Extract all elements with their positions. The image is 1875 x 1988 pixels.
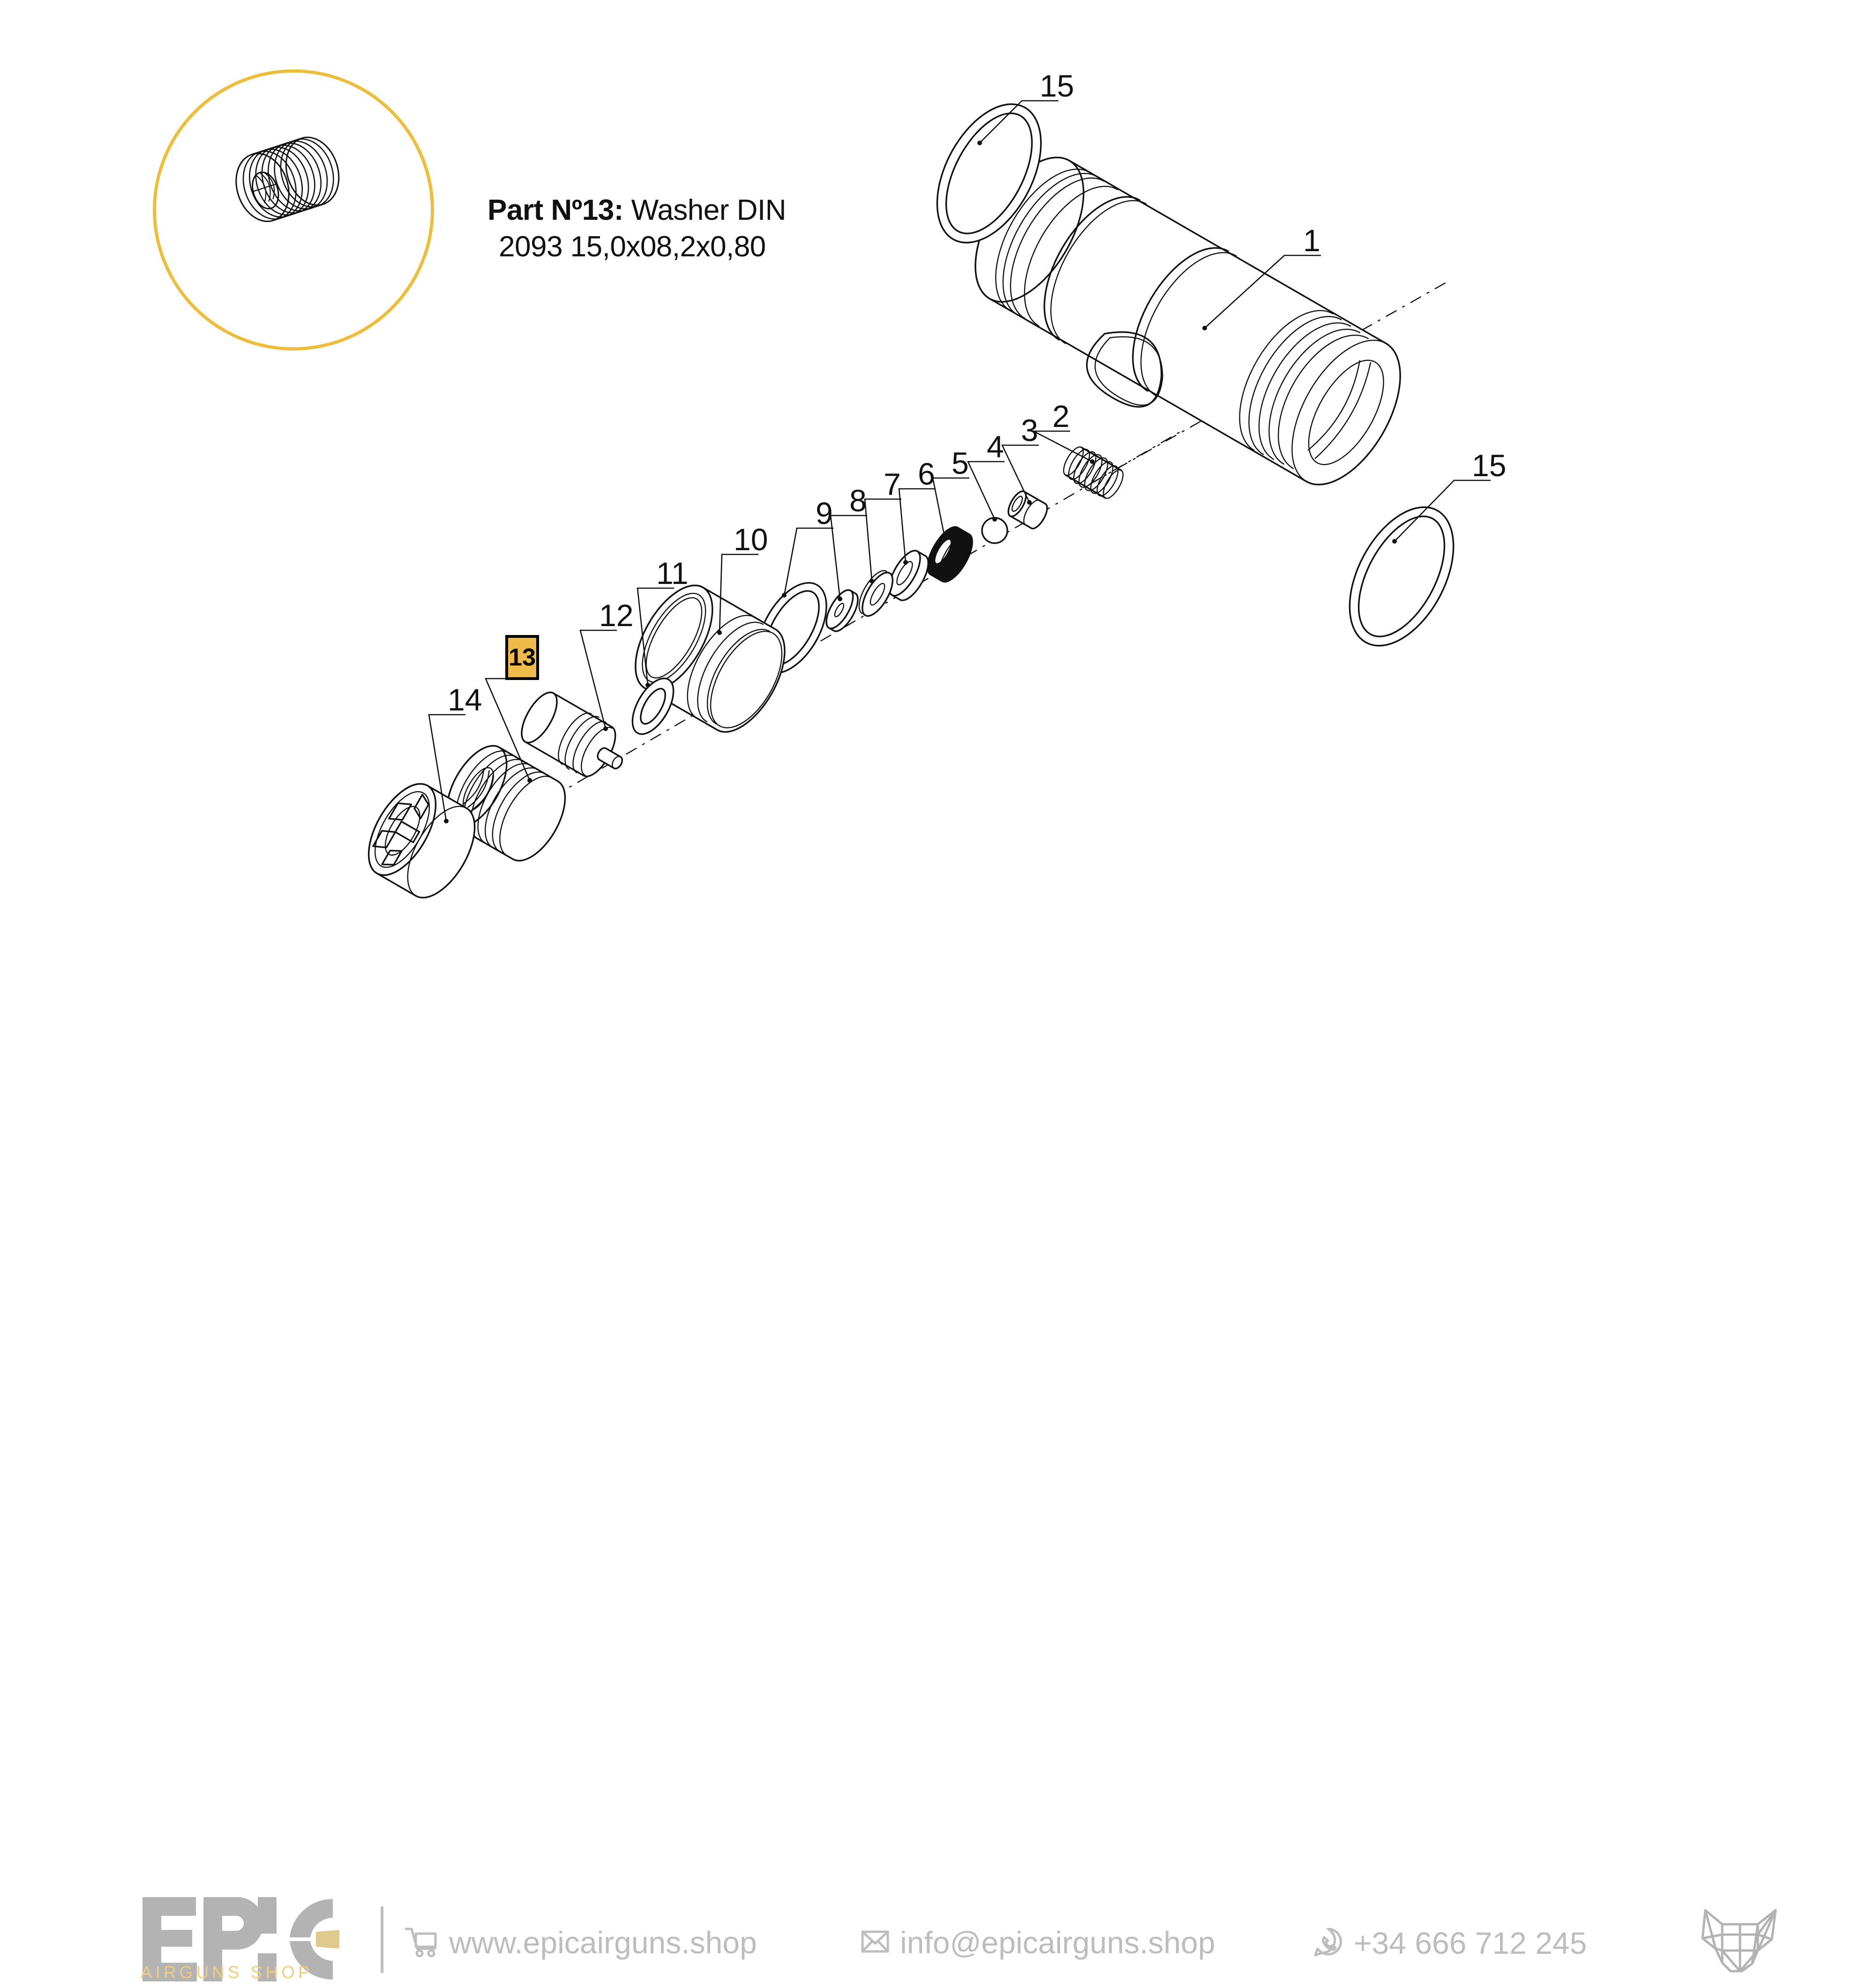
part-15a-oring [936, 103, 1042, 244]
wolf-head-icon [1702, 1909, 1777, 1973]
exploded-assembly-drawing: .ln{fill:none;stroke:#111;stroke-width:3… [368, 100, 1491, 898]
footer-bar: AIRGUNS SHOP www.epicairguns.shop [0, 947, 1875, 1982]
part-12-stem [521, 691, 623, 777]
envelope-icon [861, 1930, 889, 1953]
part-5-seal [927, 526, 973, 583]
callout-3: 3 [1021, 413, 1038, 448]
part-7-washer [858, 570, 893, 617]
callout-12: 12 [599, 598, 634, 633]
cart-icon [405, 1928, 437, 1957]
callout-13-highlight-badge[interactable]: 13 [505, 635, 539, 680]
callout-5: 5 [952, 446, 969, 480]
footer-phone[interactable]: +34 666 712 245 [1312, 1926, 1587, 1958]
footer-website[interactable]: www.epicairguns.shop [404, 1925, 757, 1960]
callout-2: 2 [1052, 399, 1070, 433]
footer-website-text: www.epicairguns.shop [449, 1925, 757, 1960]
callout-14: 14 [448, 682, 482, 717]
part-title-spec: 2093 15,0x08,2x0,80 [499, 230, 766, 263]
part-15b-oring [1349, 506, 1455, 647]
detail-inset-circle [153, 69, 434, 351]
footer-divider [381, 1906, 383, 1973]
part-title-name: Washer DIN [631, 194, 787, 226]
leader-lines [428, 100, 1491, 823]
part-title-prefix: Part Nº13: [488, 194, 623, 226]
callout-7: 7 [884, 467, 901, 501]
part-title: Part Nº13: Washer DIN 2093 15,0x08,2x0,8… [488, 192, 844, 265]
callout-1: 1 [1303, 223, 1320, 258]
part-1-cylinder [975, 157, 1401, 486]
part-4-ball [981, 517, 1008, 544]
diagram-canvas: Part Nº13: Washer DIN 2093 15,0x08,2x0,8… [0, 68, 1875, 1982]
footer-email[interactable]: info@epicairguns.shop [861, 1925, 1215, 1960]
callout-9: 9 [816, 496, 833, 531]
footer-email-text: info@epicairguns.shop [900, 1925, 1215, 1960]
part-8-washer [825, 589, 859, 632]
callout-15-upper: 15 [1040, 68, 1074, 103]
callout-6: 6 [918, 456, 935, 491]
part-6-washer [888, 550, 929, 601]
part-11-washer [631, 677, 675, 735]
part-2-spring [1063, 446, 1124, 499]
footer-phone-text: +34 666 712 245 [1354, 1926, 1587, 1960]
callout-8: 8 [849, 483, 867, 518]
detail-inset-drawing [235, 136, 340, 222]
callout-4: 4 [987, 429, 1004, 464]
callout-15-lower: 15 [1472, 448, 1507, 483]
callout-10: 10 [734, 522, 768, 557]
epic-logo-tagline: AIRGUNS SHOP [141, 1963, 313, 1982]
part-14-castle-nut [368, 783, 476, 898]
part-3-seat [1007, 490, 1048, 530]
callout-11: 11 [656, 556, 689, 590]
whatsapp-icon [1314, 1928, 1342, 1957]
